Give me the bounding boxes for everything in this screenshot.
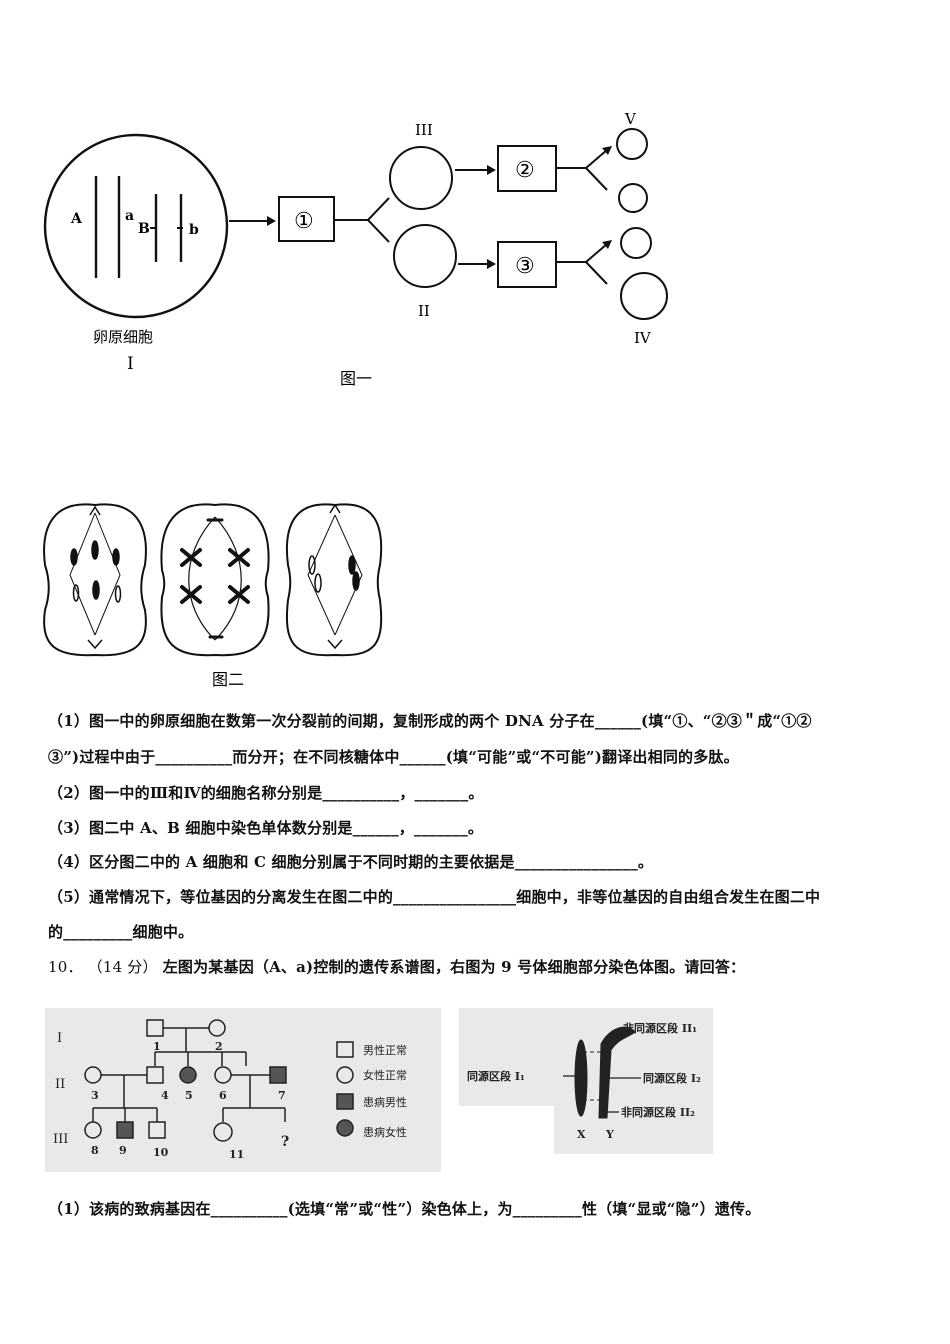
gene-label-B: B [138, 221, 150, 237]
question-9-2: （2）图一中的Ⅲ和Ⅳ的细胞名称分别是__________，_______。 [48, 784, 484, 802]
label-homologous-I1: 同源区段 I₁ [467, 1069, 525, 1083]
step-box-2 [497, 145, 557, 192]
label-nonhomologous-II2: 非同源区段 II₂ [621, 1105, 695, 1119]
individual-10 [148, 1121, 166, 1139]
question-9-5-line-a: （5）通常情况下，等位基因的分离发生在图二中的________________细… [48, 888, 821, 906]
pedigree-figure: I II III [45, 1008, 441, 1172]
question-score: （14 分） [87, 958, 158, 976]
figure-two: 图二 [43, 503, 383, 689]
gene-label-a: a [125, 208, 134, 224]
legend-affected-male-icon [336, 1093, 354, 1110]
question-9-1-line-a: （1）图一中的卵原细胞在数第一次分裂前的间期，复制形成的两个 DNA 分子在__… [48, 712, 812, 730]
cell-A-chromosomes [70, 505, 122, 650]
chromosome-diagram: 同源区段 I₁ 非同源区段 II₁ 同源区段 I₂ 非同源区段 II₂ X Y [467, 1021, 701, 1141]
label-Y: Y [605, 1128, 614, 1141]
legend-affected-female-icon [336, 1119, 354, 1137]
question-9-4: （4）区分图二中的 A 细胞和 C 细胞分别属于不同时期的主要依据是______… [48, 853, 654, 871]
legend-male-normal-icon [336, 1041, 354, 1058]
question-9-5-line-b: 的_________细胞中。 [48, 923, 194, 941]
number-2: 2 [215, 1040, 223, 1053]
cell-name-label: 卵原细胞 [93, 328, 153, 346]
gene-label-b: b [189, 222, 199, 238]
number-9: 9 [119, 1144, 127, 1157]
polar-body-1 [618, 183, 648, 213]
legend-female-normal-icon [336, 1066, 354, 1084]
question-number: 10． [48, 958, 83, 976]
step-label-3: ③ [515, 254, 535, 279]
generation-I: I [57, 1031, 62, 1046]
cell-numeral: I [127, 354, 134, 374]
number-1: 1 [153, 1040, 161, 1053]
x-chromosome [574, 1039, 588, 1117]
individual-7 [269, 1066, 287, 1084]
generation-III: III [53, 1132, 68, 1147]
label-homologous-I2: 同源区段 I₂ [643, 1071, 701, 1085]
number-question: ? [281, 1134, 289, 1150]
figure-two-caption: 图二 [212, 670, 244, 689]
individual-6 [214, 1066, 232, 1084]
figure-one-caption: 图一 [340, 369, 372, 388]
number-4: 4 [161, 1089, 169, 1102]
individual-3 [84, 1066, 102, 1084]
gene-label-A: A [70, 211, 83, 227]
figure-one: A a B b 卵原细胞 I ① III II ② ③ V IV 图一 [43, 110, 668, 388]
question-stem: 左图为某基因（A、a)控制的遗传系谱图，右图为 9 号体细胞部分染色体图。请回答… [162, 958, 746, 976]
number-7: 7 [278, 1089, 286, 1102]
question-10-1: （1）该病的致病基因在__________(选填“常”或“性”）染色体上，为__… [48, 1200, 761, 1218]
number-10: 10 [153, 1146, 169, 1159]
number-11: 11 [229, 1148, 244, 1161]
individual-11 [213, 1122, 233, 1142]
cell-IV [620, 272, 668, 320]
individual-4 [146, 1066, 164, 1084]
numeral-V: V [624, 110, 637, 128]
step-label-1: ① [294, 209, 314, 234]
legend-male-normal: 男性正常 [363, 1043, 407, 1057]
number-5: 5 [185, 1089, 193, 1102]
individual-9 [116, 1121, 134, 1139]
question-10-header: 10． （14 分） 左图为某基因（A、a)控制的遗传系谱图，右图为 9 号体细… [48, 956, 745, 977]
cell-A [43, 503, 147, 657]
numeral-III: III [415, 121, 433, 139]
label-nonhomologous-II1: 非同源区段 II₁ [623, 1021, 697, 1035]
number-6: 6 [219, 1089, 227, 1102]
numeral-IV: IV [634, 329, 652, 347]
number-3: 3 [91, 1089, 99, 1102]
oogonium-cell [43, 133, 229, 319]
cell-C [286, 503, 383, 657]
cell-B-chromosomes [180, 518, 250, 639]
legend-affected-male: 患病男性 [363, 1095, 407, 1109]
question-9-3: （3）图二中 A、B 细胞中染色单体数分别是______，_______。 [48, 819, 484, 837]
individual-8 [84, 1121, 102, 1139]
cell-C-chromosomes [308, 503, 360, 650]
polar-body-2 [620, 227, 652, 259]
label-X: X [577, 1128, 586, 1141]
cell-II [393, 224, 457, 288]
step-label-2: ② [515, 158, 535, 183]
step-box-3 [497, 241, 557, 288]
step-box-1 [278, 196, 335, 242]
generation-II: II [55, 1077, 65, 1092]
legend-affected-female: 患病女性 [363, 1125, 407, 1139]
question-9-1-line-b: ③”)过程中由于__________而分开；在不同核糖体中______(填“可能… [48, 748, 739, 766]
number-8: 8 [91, 1144, 99, 1157]
numeral-II: II [418, 302, 430, 320]
cell-V [616, 128, 648, 160]
cell-B [160, 503, 270, 657]
individual-1 [146, 1019, 164, 1037]
individual-2 [208, 1019, 226, 1037]
y-chromosome [598, 1026, 636, 1119]
individual-5 [179, 1066, 197, 1084]
cell-III [389, 146, 453, 210]
legend-female-normal: 女性正常 [363, 1068, 407, 1082]
